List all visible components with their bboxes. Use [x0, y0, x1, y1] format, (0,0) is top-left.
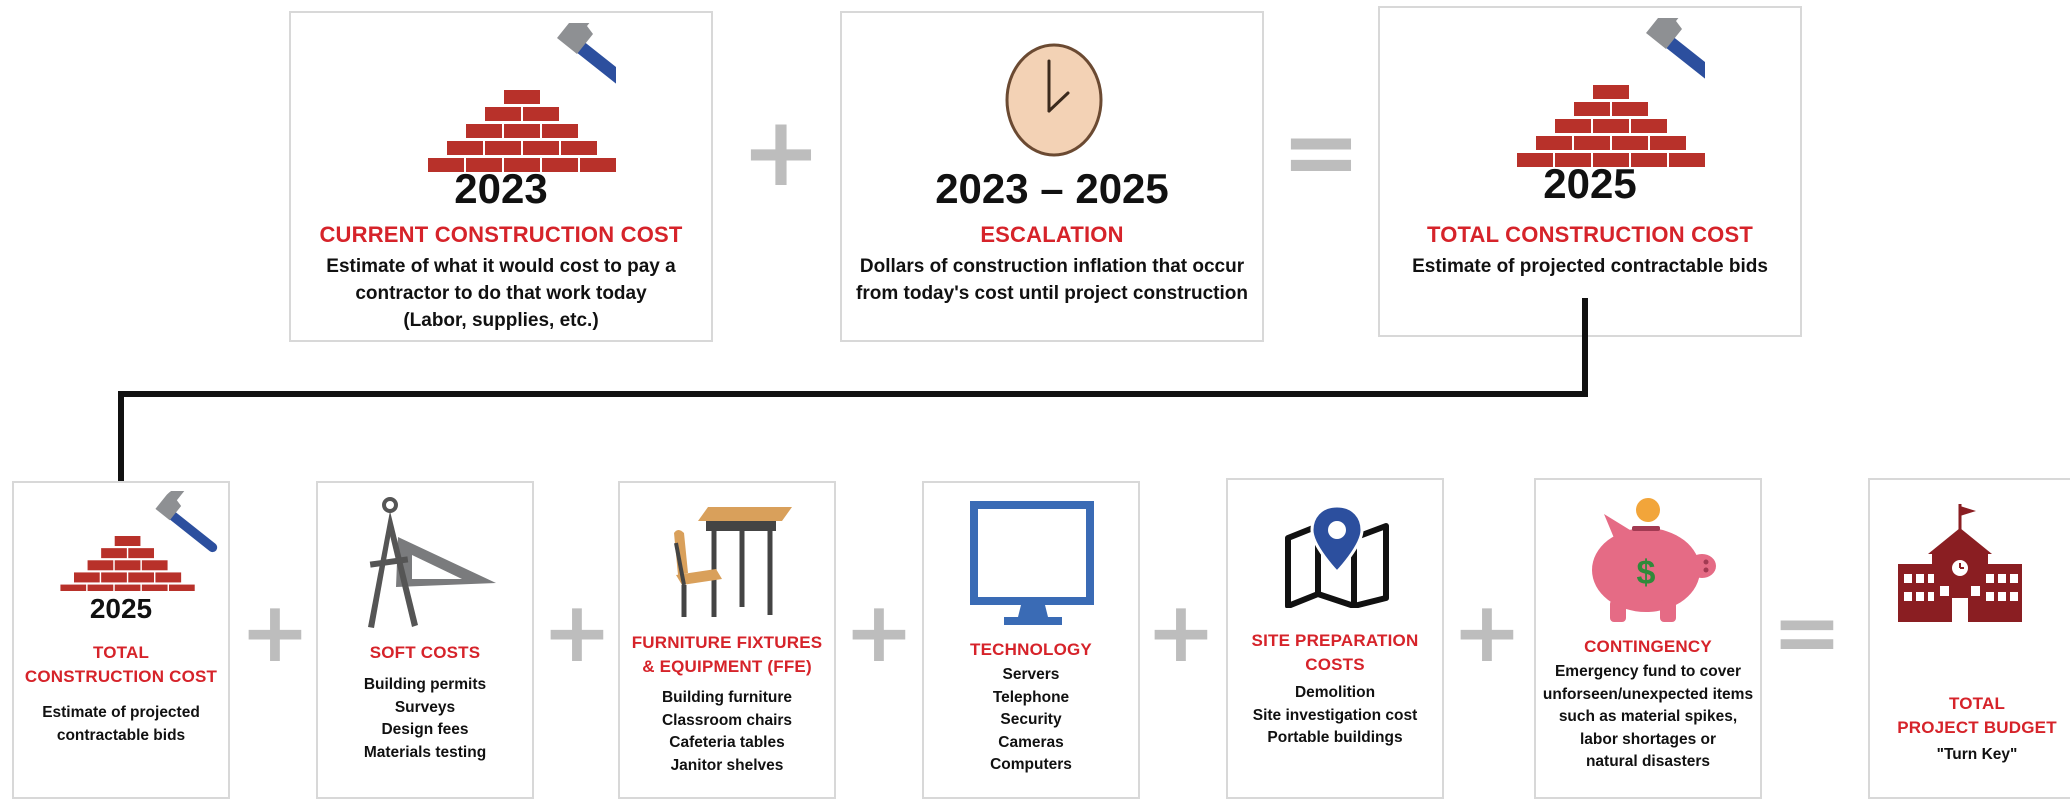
school-building-icon — [1898, 504, 2022, 622]
technology-desc: Servers Telephone Security Cameras Compu… — [990, 666, 1072, 773]
current-year: 2023 — [454, 165, 548, 212]
bottom-total-desc: Estimate of projected contractable bids — [42, 704, 200, 744]
current-construction-cost-card: 2023 CURRENT CONSTRUCTION COST Estimate … — [289, 11, 713, 342]
clock-icon — [1005, 43, 1103, 157]
current-cost-desc: Estimate of what it would cost to pay a … — [326, 256, 676, 331]
total-cost-title: TOTAL CONSTRUCTION COST — [1426, 222, 1754, 247]
piggy-bank-icon: $ — [1592, 498, 1716, 622]
escalation-card: 2023 – 2025 ESCALATION Dollars of constr… — [840, 11, 1264, 342]
escalation-desc: Dollars of construction inflation that o… — [856, 256, 1248, 304]
ffe-desc: Building furniture Classroom chairs Cafe… — [661, 689, 793, 774]
site-prep-desc: Demolition Site investigation cost Porta… — [1252, 684, 1418, 746]
plus-operator: + — [740, 96, 822, 208]
escalation-title: ESCALATION — [980, 222, 1124, 247]
escalation-years: 2023 – 2025 — [935, 165, 1169, 212]
ffe-card: FURNITURE FIXTURES & EQUIPMENT (FFE) Bui… — [618, 481, 836, 799]
site-preparation-card: SITE PREPARATION COSTS Demolition Site i… — [1226, 478, 1444, 799]
budget-title: TOTAL PROJECT BUDGET — [1897, 694, 2057, 737]
budget-desc: "Turn Key" — [1936, 746, 2018, 763]
bottom-total-construction-card: 2025 TOTAL CONSTRUCTION COST Estimate of… — [12, 481, 230, 799]
contingency-desc: Emergency fund to cover unforseen/unexpe… — [1542, 663, 1754, 770]
plus-operator: + — [239, 583, 311, 681]
equals-operator: = — [1771, 583, 1843, 681]
total-cost-desc: Estimate of projected contractable bids — [1412, 256, 1768, 277]
plus-operator: + — [1451, 583, 1523, 681]
soft-costs-card: SOFT COSTS Building permits Surveys Desi… — [316, 481, 534, 799]
plus-operator: + — [541, 583, 613, 681]
bricks-hammer-icon — [60, 491, 224, 591]
bottom-total-title: TOTAL CONSTRUCTION COST — [24, 643, 218, 686]
total-construction-cost-card: 2025 TOTAL CONSTRUCTION COST Estimate of… — [1378, 6, 1802, 337]
svg-text:$: $ — [1637, 554, 1656, 592]
monitor-icon — [970, 501, 1094, 625]
contingency-card: $ CONTINGENCY Emergency fund to cover un… — [1534, 478, 1762, 799]
technology-card: TECHNOLOGY Servers Telephone Security Ca… — [922, 481, 1140, 799]
compass-triangle-icon — [368, 497, 496, 628]
current-cost-title: CURRENT CONSTRUCTION COST — [319, 222, 683, 247]
ffe-title: FURNITURE FIXTURES & EQUIPMENT (FFE) — [631, 633, 823, 676]
plus-operator: + — [843, 583, 915, 681]
total-year: 2025 — [1543, 160, 1637, 207]
contingency-title: CONTINGENCY — [1584, 637, 1712, 656]
soft-costs-desc: Building permits Surveys Design fees Mat… — [363, 676, 487, 761]
school-desk-icon — [674, 507, 792, 617]
map-pin-icon — [1285, 504, 1389, 608]
plus-operator: + — [1145, 583, 1217, 681]
bottom-total-year: 2025 — [89, 593, 153, 624]
technology-title: TECHNOLOGY — [970, 640, 1092, 659]
soft-costs-title: SOFT COSTS — [369, 643, 481, 662]
equals-operator: = — [1280, 96, 1362, 208]
site-prep-title: SITE PREPARATION COSTS — [1251, 631, 1419, 674]
total-project-budget-card: TOTAL PROJECT BUDGET "Turn Key" — [1868, 478, 2070, 799]
